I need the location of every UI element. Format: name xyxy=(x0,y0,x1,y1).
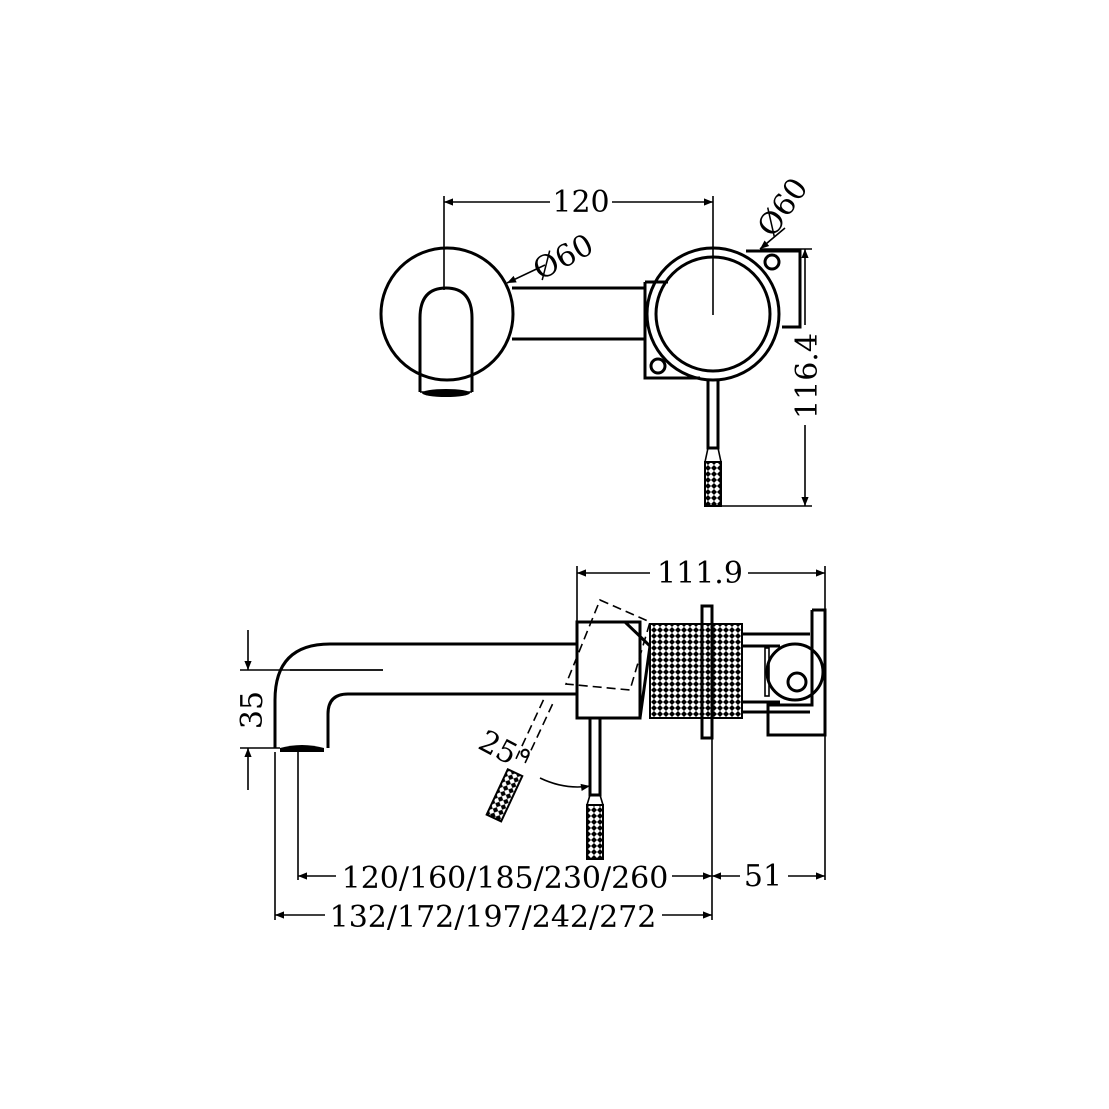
side-spout-outlet xyxy=(280,745,324,752)
mixer-knurled-body xyxy=(649,623,743,719)
mixer-mounting-bracket xyxy=(643,280,700,380)
right-diameter-label: Ø60 xyxy=(751,172,816,244)
right-diameter-leader xyxy=(759,227,786,250)
mixer-bracket-right xyxy=(746,249,802,329)
mixer-body-chamfer xyxy=(577,620,652,719)
mixer-handle-neck xyxy=(704,447,722,463)
bracket-screw-hole xyxy=(763,253,781,271)
wall-valve-hole xyxy=(786,671,808,693)
mixer-body xyxy=(575,620,642,720)
depth-dimension-label: 111.9 xyxy=(657,556,743,591)
wall-valve-body xyxy=(764,647,770,697)
inner-length-dimension-label: 120/160/185/230/260 xyxy=(342,861,669,896)
wall-valve xyxy=(765,642,825,702)
width-dimension-label: 120 xyxy=(552,185,609,220)
rotated-lever xyxy=(485,699,554,823)
side-cover-plate xyxy=(700,604,714,740)
left-diameter-label: Ø60 xyxy=(528,227,600,287)
angle-dimension-label: 25° xyxy=(473,724,536,780)
spout-cover-plate xyxy=(379,246,515,382)
bracket-screw-hole xyxy=(649,357,667,375)
outer-length-dimension-label: 132/172/197/242/272 xyxy=(330,900,657,935)
front-view: 120 Ø60 Ø60 116.4 xyxy=(379,172,825,507)
wall-depth-dimension-label: 51 xyxy=(744,859,782,894)
spout-body xyxy=(418,286,474,392)
connecting-pipe xyxy=(512,286,645,341)
rotated-lever-outline xyxy=(564,598,651,691)
left-diameter-leader xyxy=(506,264,546,284)
side-lever-stem xyxy=(588,718,602,797)
spout-height-dimension-label: 35 xyxy=(235,691,270,729)
valve-connector xyxy=(742,632,810,714)
mixer-handle-stem xyxy=(706,380,720,450)
angle-dimension-arc xyxy=(539,777,591,791)
mixer-handle-knurled-grip xyxy=(704,461,722,507)
side-lever-grip xyxy=(586,804,604,860)
side-spout xyxy=(273,642,577,748)
side-view: 25° 111.9 35 120/160/185/230/260 51 132/… xyxy=(235,556,827,935)
height-dimension-label: 116.4 xyxy=(790,333,825,419)
spout-outlet-aerator xyxy=(422,389,470,397)
